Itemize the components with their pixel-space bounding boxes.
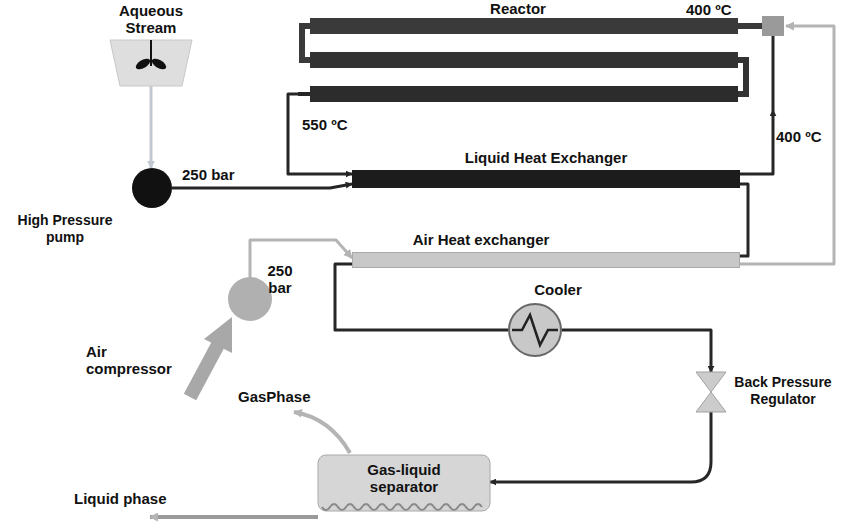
pipe-connector (740, 184, 748, 256)
liquid-surface (322, 504, 482, 510)
pipe-connector (490, 412, 711, 482)
separator-vessel (318, 455, 490, 511)
back-pressure-valve-shape (696, 372, 726, 412)
pump: High Pressure pump (0, 168, 172, 246)
node-label: Liquid Heat Exchanger (352, 149, 740, 166)
process-label: 400 ºC (686, 1, 746, 18)
back-pressure-valve: Back Pressure Regulator (696, 372, 726, 412)
reactor-tube (310, 86, 738, 102)
pipe-connector (288, 94, 352, 174)
process-label: Liquid phase (74, 490, 174, 507)
pipe-connector (150, 86, 153, 168)
tube-bend (738, 60, 746, 94)
process-label: GasPhase (238, 388, 318, 405)
reactor-tube (310, 52, 738, 68)
feed-tank: Aqueous Stream (96, 2, 206, 86)
stirrer-blade (134, 57, 152, 72)
node-label: Cooler (518, 281, 598, 298)
air-inlet-arrowhead (204, 317, 232, 353)
node-label: Back Pressure Regulator (732, 374, 834, 408)
pipe-connector (335, 264, 508, 330)
cooler-coil (512, 315, 558, 345)
reactor: Reactor (298, 14, 786, 110)
reactor-shape (298, 14, 786, 110)
process-label: 250 bar (182, 166, 246, 183)
pipe-connector (562, 330, 711, 372)
gas-phase-arrow (294, 412, 350, 453)
tube-bend (302, 26, 310, 60)
node-label: High Pressure pump (2, 212, 128, 246)
air-heat-exchanger: Air Heat exchanger (352, 252, 740, 268)
pump-shape (0, 168, 172, 246)
cooler-symbol (509, 304, 561, 356)
mixer-symbol (762, 16, 784, 36)
valve-symbol (696, 372, 726, 412)
liquid-phase-arrow (150, 515, 318, 519)
tank-body (110, 40, 192, 86)
pump-symbol (132, 168, 172, 208)
pipe-connector (172, 184, 352, 188)
stirrer-shaft (150, 40, 152, 66)
process-label: 250 bar (260, 262, 300, 296)
air-compressor-shape (86, 277, 276, 402)
reactor-tube (310, 18, 738, 34)
pipe-connector (250, 240, 352, 277)
reactor-outlet (298, 92, 310, 96)
pipe-connector (740, 26, 834, 264)
node-label: Aqueous Stream (106, 2, 196, 36)
liquid-heat-exchanger: Liquid Heat Exchanger (352, 170, 740, 188)
air-compressor: Air compressor (86, 277, 276, 402)
node-label: Gas-liquid separator (354, 461, 454, 495)
air-inlet-arrow (190, 341, 220, 397)
gas-liquid-separator: Gas-liquid separator (318, 455, 490, 511)
process-label: 400 ºC (776, 128, 830, 145)
node-label: Air compressor (86, 343, 178, 377)
cooler-shape (508, 303, 562, 357)
pipe-connector (740, 110, 773, 174)
reactor-inlet (738, 23, 762, 29)
cooler: Cooler (508, 303, 562, 357)
node-label: Reactor (483, 0, 553, 17)
node-label: Air Heat exchanger (381, 231, 581, 248)
stirrer-blade (150, 57, 168, 72)
compressor-symbol (228, 277, 272, 321)
process-label: 550 ºC (302, 116, 362, 133)
mixer-feed (772, 36, 775, 110)
